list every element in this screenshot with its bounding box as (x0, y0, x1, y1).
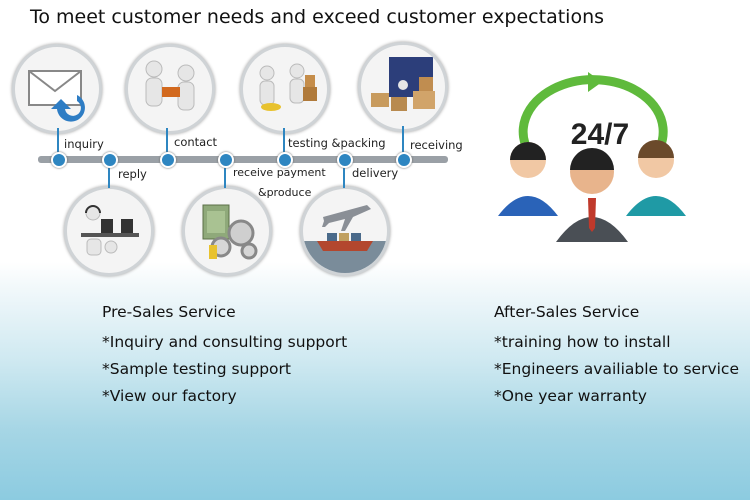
connector-line (402, 126, 404, 158)
step-label-produce: &produce (258, 186, 312, 199)
connector-line (283, 128, 285, 158)
support-agents-icon: 24/7 (498, 72, 686, 242)
connector-line (224, 162, 226, 188)
page-title: To meet customer needs and exceed custom… (30, 6, 605, 28)
connector-line (108, 162, 110, 188)
step-label-testing-packing: testing &packing (288, 136, 386, 150)
step-label-receiving: receiving (410, 138, 463, 152)
pre-sales-section: Pre-Sales Service *Inquiry and consultin… (102, 303, 347, 414)
pre-sales-item: *View our factory (102, 387, 237, 405)
airplane-ship-icon (303, 205, 387, 273)
contact-circle (125, 44, 215, 134)
connector-line (57, 128, 59, 158)
delivery-circle (300, 186, 390, 276)
pre-sales-item: *Inquiry and consulting support (102, 333, 348, 351)
step-label-inquiry: inquiry (64, 137, 104, 151)
timeline-dot-delivery (337, 152, 353, 168)
after-sales-item: *One year warranty (494, 387, 647, 405)
packing-figures-icon (259, 63, 317, 111)
step-label-contact: contact (174, 135, 218, 149)
after-sales-section: After-Sales Service *training how to ins… (494, 303, 739, 414)
timeline-dot-inquiry (51, 152, 67, 168)
timeline-dot-reply (102, 152, 118, 168)
after-sales-item: *training how to install (494, 333, 671, 351)
handshake-figures-icon (145, 60, 195, 111)
after-sales-title: After-Sales Service (494, 303, 640, 321)
timeline-dot-contact (160, 152, 176, 168)
call-center-icon (81, 205, 139, 256)
pre-sales-item: *Sample testing support (102, 360, 291, 378)
step-label-reply: reply (118, 167, 147, 181)
pre-sales-title: Pre-Sales Service (102, 303, 236, 321)
process-timeline (38, 156, 448, 163)
connector-line (343, 162, 345, 188)
money-gears-icon (202, 204, 258, 260)
timeline-dot-receiving (396, 152, 412, 168)
after-sales-item: *Engineers availiable to service (494, 360, 739, 378)
testing-packing-circle (240, 44, 330, 134)
timeline-dot-testing-packing (277, 152, 293, 168)
cargo-boxes-icon (371, 57, 435, 111)
timeline-dot-receive-payment (218, 152, 234, 168)
inquiry-circle (12, 44, 102, 134)
support-badge-text: 24/7 (571, 118, 629, 151)
payment-produce-circle (182, 186, 272, 276)
receiving-circle (358, 42, 448, 132)
reply-circle (64, 186, 154, 276)
email-reply-icon (28, 70, 85, 122)
step-label-receive-payment: receive payment (233, 166, 326, 179)
support-24-7-graphic: 24/7 (480, 66, 720, 246)
connector-line (166, 128, 168, 158)
step-label-delivery: delivery (352, 166, 399, 180)
